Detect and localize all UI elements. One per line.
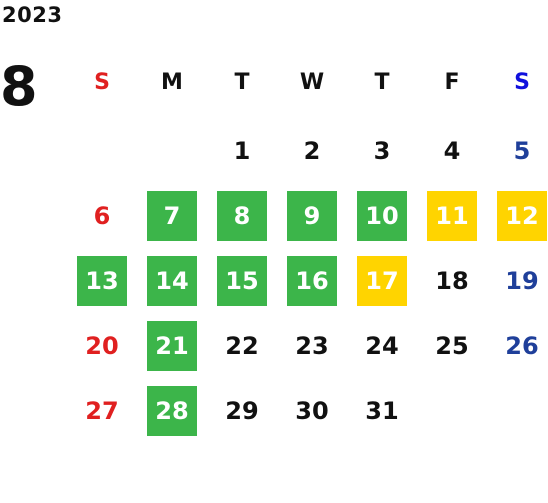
calendar-day: 24 [365, 332, 399, 360]
calendar-day: 23 [295, 332, 329, 360]
calendar-day: 29 [225, 397, 259, 425]
month-number: 8 [0, 55, 38, 118]
calendar-day: 14 [147, 256, 197, 306]
calendar-day: 6 [93, 202, 111, 230]
calendar-day: 22 [225, 332, 259, 360]
calendar-day: 9 [287, 191, 337, 241]
weekday-header-wed: W [299, 69, 325, 95]
calendar-day: 5 [513, 137, 531, 165]
year-label: 2023 [2, 3, 63, 27]
calendar-day: 21 [147, 321, 197, 371]
calendar-day: 17 [357, 256, 407, 306]
weekday-header-fri: F [444, 69, 460, 95]
calendar-day: 18 [435, 267, 469, 295]
calendar-day: 3 [373, 137, 391, 165]
calendar-day: 8 [217, 191, 267, 241]
calendar-day: 25 [435, 332, 469, 360]
calendar-day: 12 [497, 191, 547, 241]
calendar-day: 10 [357, 191, 407, 241]
weekday-header-sun: S [94, 69, 110, 95]
weekday-header-thu: T [374, 69, 390, 95]
calendar-day: 30 [295, 397, 329, 425]
calendar-day: 11 [427, 191, 477, 241]
calendar-day: 16 [287, 256, 337, 306]
calendar-day: 26 [505, 332, 539, 360]
calendar-day: 2 [303, 137, 321, 165]
calendar-day: 31 [365, 397, 399, 425]
calendar-day: 7 [147, 191, 197, 241]
calendar-day: 13 [77, 256, 127, 306]
weekday-header-mon: M [161, 69, 183, 95]
weekday-header-sat: S [514, 69, 530, 95]
calendar-day: 20 [85, 332, 119, 360]
weekday-header-tue: T [234, 69, 250, 95]
calendar-day: 1 [233, 137, 251, 165]
calendar-day: 15 [217, 256, 267, 306]
calendar-day: 27 [85, 397, 119, 425]
calendar-day: 4 [443, 137, 461, 165]
calendar-day: 19 [505, 267, 539, 295]
calendar-day: 28 [147, 386, 197, 436]
